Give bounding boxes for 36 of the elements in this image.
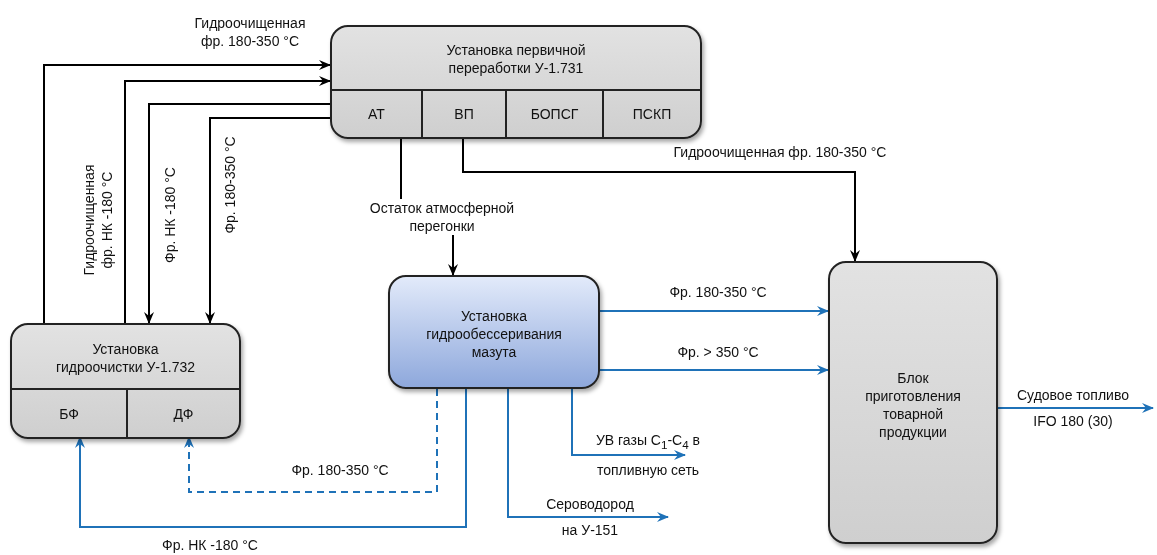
flow-arrow — [184, 388, 438, 493]
edge-label: Гидроочищенная фр. 180-350 °C — [673, 143, 887, 161]
flow-arrow — [75, 388, 467, 528]
edge-label: Гидроочищенная фр. НК -180 °C — [80, 163, 116, 278]
edge-label: Фр. НК -180 °C — [162, 536, 258, 554]
unit-title: Установка первичной переработки У-1.731 — [445, 41, 587, 77]
section-cell: АТ — [332, 89, 421, 137]
edge-label: Гидроочищенная фр. 180-350 °C — [193, 14, 307, 50]
process-box — [828, 261, 998, 544]
process-box — [10, 323, 241, 439]
section-cell: БОПСГ — [505, 89, 602, 137]
flow-arrow — [571, 388, 686, 460]
edge-label: Фр. НК -180 °C — [161, 167, 179, 263]
section-cell: БФ — [12, 388, 126, 437]
edge-label: Фр. 180-350 °C — [221, 136, 239, 234]
flow-arrow — [124, 76, 331, 324]
unit-title: Установка гидрообессеривания мазута — [425, 307, 563, 361]
section-cell: ПСКП — [602, 89, 700, 137]
edge-label: Фр. 180-350 °C — [669, 283, 767, 301]
edge-label: Сероводород на У-151 — [545, 495, 635, 540]
process-box — [330, 25, 702, 139]
edge-label: Фр. 180-350 °C — [291, 461, 389, 479]
flow-arrow — [507, 388, 669, 522]
section-cell: ВП — [421, 89, 505, 137]
edge-label: Судовое топливо IFO 180 (30) — [1016, 386, 1130, 431]
process-box — [388, 275, 600, 389]
flow-arrow — [997, 403, 1154, 413]
edge-label: УВ газы C$_{1}$-C$_{4}$ в топливную сеть — [594, 430, 702, 481]
flow-arrow — [599, 365, 829, 375]
flow-arrow — [599, 306, 829, 316]
unit-title: Блок приготовления товарной продукции — [864, 368, 962, 441]
section-cell: ДФ — [126, 388, 239, 437]
flow-arrow — [462, 136, 860, 262]
flow-arrow — [43, 60, 331, 324]
unit-title: Установка гидроочистки У-1.732 — [54, 339, 197, 376]
edge-label: Фр. > 350 °C — [677, 343, 759, 361]
